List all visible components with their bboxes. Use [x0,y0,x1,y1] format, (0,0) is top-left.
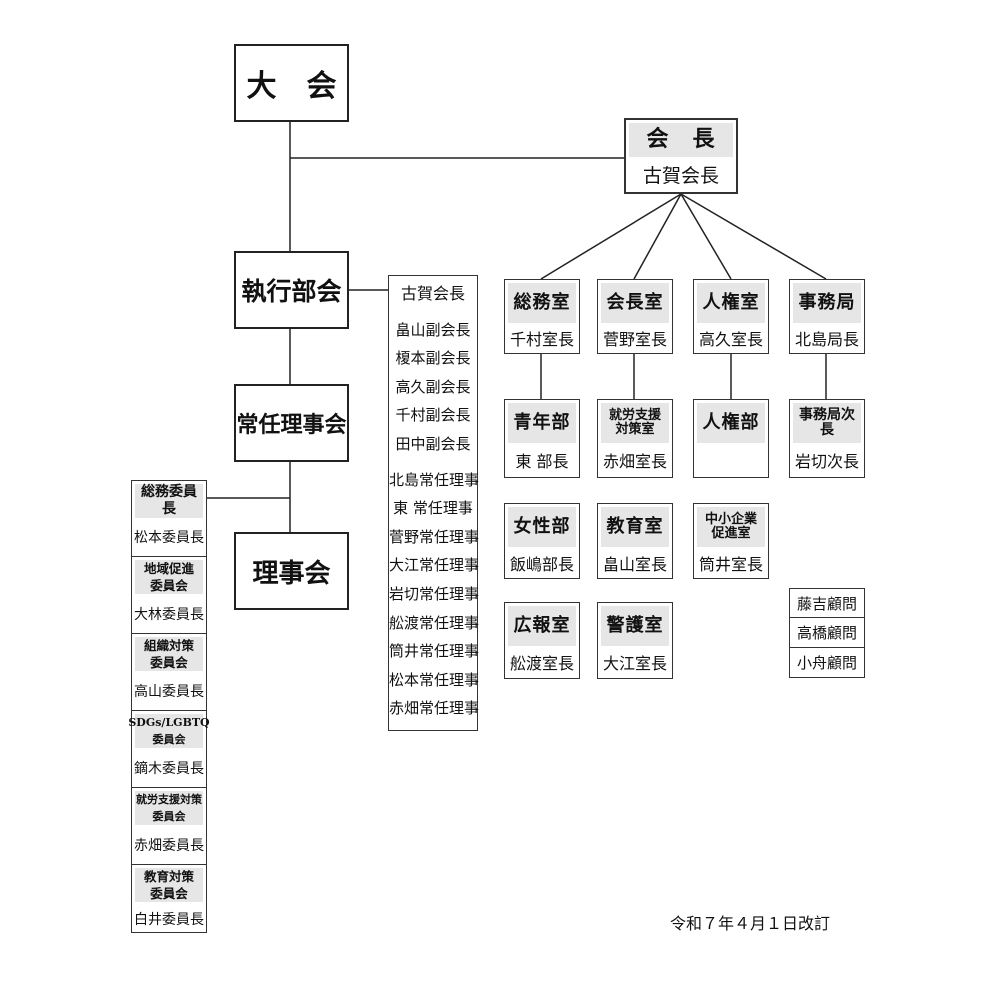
jimukyoku-jicho-title: 事務局次長 [793,403,861,443]
jimukyoku-jicho-head: 岩切次長 [794,452,859,471]
jinken-office-title: 人権室 [697,283,765,323]
kyoiku-office-box: 教育室 畠山室長 [597,503,673,579]
jimukyoku-jicho-box: 事務局次長 岩切次長 [789,399,865,478]
joseibu-title: 女性部 [508,507,576,547]
taikai-box: 大 会 [234,44,349,122]
list-item: 菅野常任理事 [389,527,480,546]
jimukyoku-box: 事務局 北島局長 [789,279,865,354]
committee-title: 教育対策 委員会 [135,868,203,902]
list-item: 岩切常任理事 [389,584,480,603]
seinenbu-box: 青年部 東 部長 [504,399,580,478]
list-item: 田中副会長 [395,434,471,453]
list-item: 赤畑常任理事 [389,699,480,718]
jinkenbu-head [694,443,768,477]
committee-sdgs: SDGs/LGBTQ 委員会 鏑木委員長 [128,711,210,788]
committee-head: 白井委員長 [134,911,204,928]
list-item: 畠山副会長 [395,320,471,339]
koho-office-box: 広報室 舩渡室長 [504,602,580,679]
committee-head: 松本委員長 [134,530,204,546]
shuro-shien-title: 就労支援 対策室 [601,403,669,443]
joseibu-head: 飯嶋部長 [509,554,574,574]
list-item: 筒井常任理事 [389,642,480,661]
jinkenbu-title: 人権部 [697,403,765,443]
committee-shuro: 就労支援対策 委員会 赤畑委員長 [132,788,206,865]
kaicho-office-head: 菅野室長 [602,330,667,349]
committee-title: 地域促進 委員会 [135,560,203,594]
committee-title: 就労支援対策 委員会 [135,791,203,825]
committee-chiiki: 地域促進 委員会 大林委員長 [132,557,206,634]
rijikai-box: 理事会 [234,532,349,610]
committees-column: 総務委員長 松本委員長 地域促進 委員会 大林委員長 組織対策 委員会 高山委員… [128,480,210,935]
shikkoubukai-label: 執行部会 [241,277,342,306]
taikai-label: 大 会 [246,69,337,104]
list-item: 舩渡常任理事 [389,613,480,632]
list-item: 東 常任理事 [393,499,473,518]
list-item: 高久副会長 [395,377,471,396]
list-item: 大江常任理事 [389,556,480,575]
committee-soshiki: 組織対策 委員会 高山委員長 [132,634,206,711]
seinenbu-title: 青年部 [508,403,576,443]
advisor-box: 高橋顧問 [789,618,865,648]
committee-head: 高山委員長 [134,683,204,700]
kaicho-office-title: 会長室 [601,283,669,323]
soumu-office-title: 総務室 [508,283,576,323]
koho-office-head: 舩渡室長 [509,654,574,673]
president-title: 会 長 [629,123,733,157]
list-item: 北島常任理事 [389,470,480,489]
list-item: 榎本副会長 [395,349,471,368]
committee-title: SDGs/LGBTQ 委員会 [128,714,210,748]
keigo-office-box: 警護室 大江室長 [597,602,673,679]
keigo-office-head: 大江室長 [602,654,667,673]
advisor-box: 藤吉顧問 [789,588,865,618]
jimukyoku-head: 北島局長 [794,330,859,349]
list-item: 千村副会長 [395,406,471,425]
exec-head: 古賀会長 [400,284,465,303]
exec-members-list: 古賀会長 畠山副会長 榎本副会長 高久副会長 千村副会長 田中副会長 北島常任理… [388,275,480,731]
seinenbu-head: 東 部長 [515,452,569,471]
chusho-kigyo-box: 中小企業 促進室 筒井室長 [693,503,769,579]
joseibu-box: 女性部 飯嶋部長 [504,503,580,579]
advisor-box: 小舟顧問 [789,648,865,678]
kaicho-office-box: 会長室 菅野室長 [597,279,673,354]
kyoiku-office-title: 教育室 [601,507,669,547]
jimukyoku-title: 事務局 [793,283,861,323]
shikkoubukai-box: 執行部会 [234,251,349,329]
advisor-name: 藤吉顧問 [796,594,857,613]
chusho-kigyo-title: 中小企業 促進室 [697,507,765,547]
advisor-name: 高橋顧問 [796,624,857,642]
keigo-office-title: 警護室 [601,606,669,646]
committee-title: 総務委員長 [135,484,203,518]
rijikai-label: 理事会 [252,558,331,589]
shuro-shien-head: 赤畑室長 [602,452,667,471]
jonin-rijikai-label: 常任理事会 [236,412,347,438]
committee-title: 組織対策 委員会 [135,637,203,671]
soumu-office-head: 千村室長 [509,330,574,349]
koho-office-title: 広報室 [508,606,576,646]
chusho-kigyo-head: 筒井室長 [698,554,763,574]
committee-soumu: 総務委員長 松本委員長 [132,481,206,557]
jinken-office-head: 高久室長 [698,330,763,349]
advisor-name: 小舟顧問 [796,654,857,672]
jinkenbu-box: 人権部 [693,399,769,478]
committee-head: 大林委員長 [134,606,204,623]
list-item: 松本常任理事 [389,670,480,689]
committee-head: 赤畑委員長 [134,837,204,854]
revision-date: 令和７年４月１日改訂 [669,914,830,933]
president-name: 古賀会長 [642,165,719,187]
jinken-office-box: 人権室 高久室長 [693,279,769,354]
kyoiku-office-head: 畠山室長 [602,554,667,574]
committee-kyoiku: 教育対策 委員会 白井委員長 [132,865,206,935]
president-box: 会 長 古賀会長 [624,118,738,194]
soumu-office-box: 総務室 千村室長 [504,279,580,354]
committee-head: 鏑木委員長 [134,760,204,777]
shuro-shien-box: 就労支援 対策室 赤畑室長 [597,399,673,478]
jonin-rijikai-box: 常任理事会 [234,384,349,462]
